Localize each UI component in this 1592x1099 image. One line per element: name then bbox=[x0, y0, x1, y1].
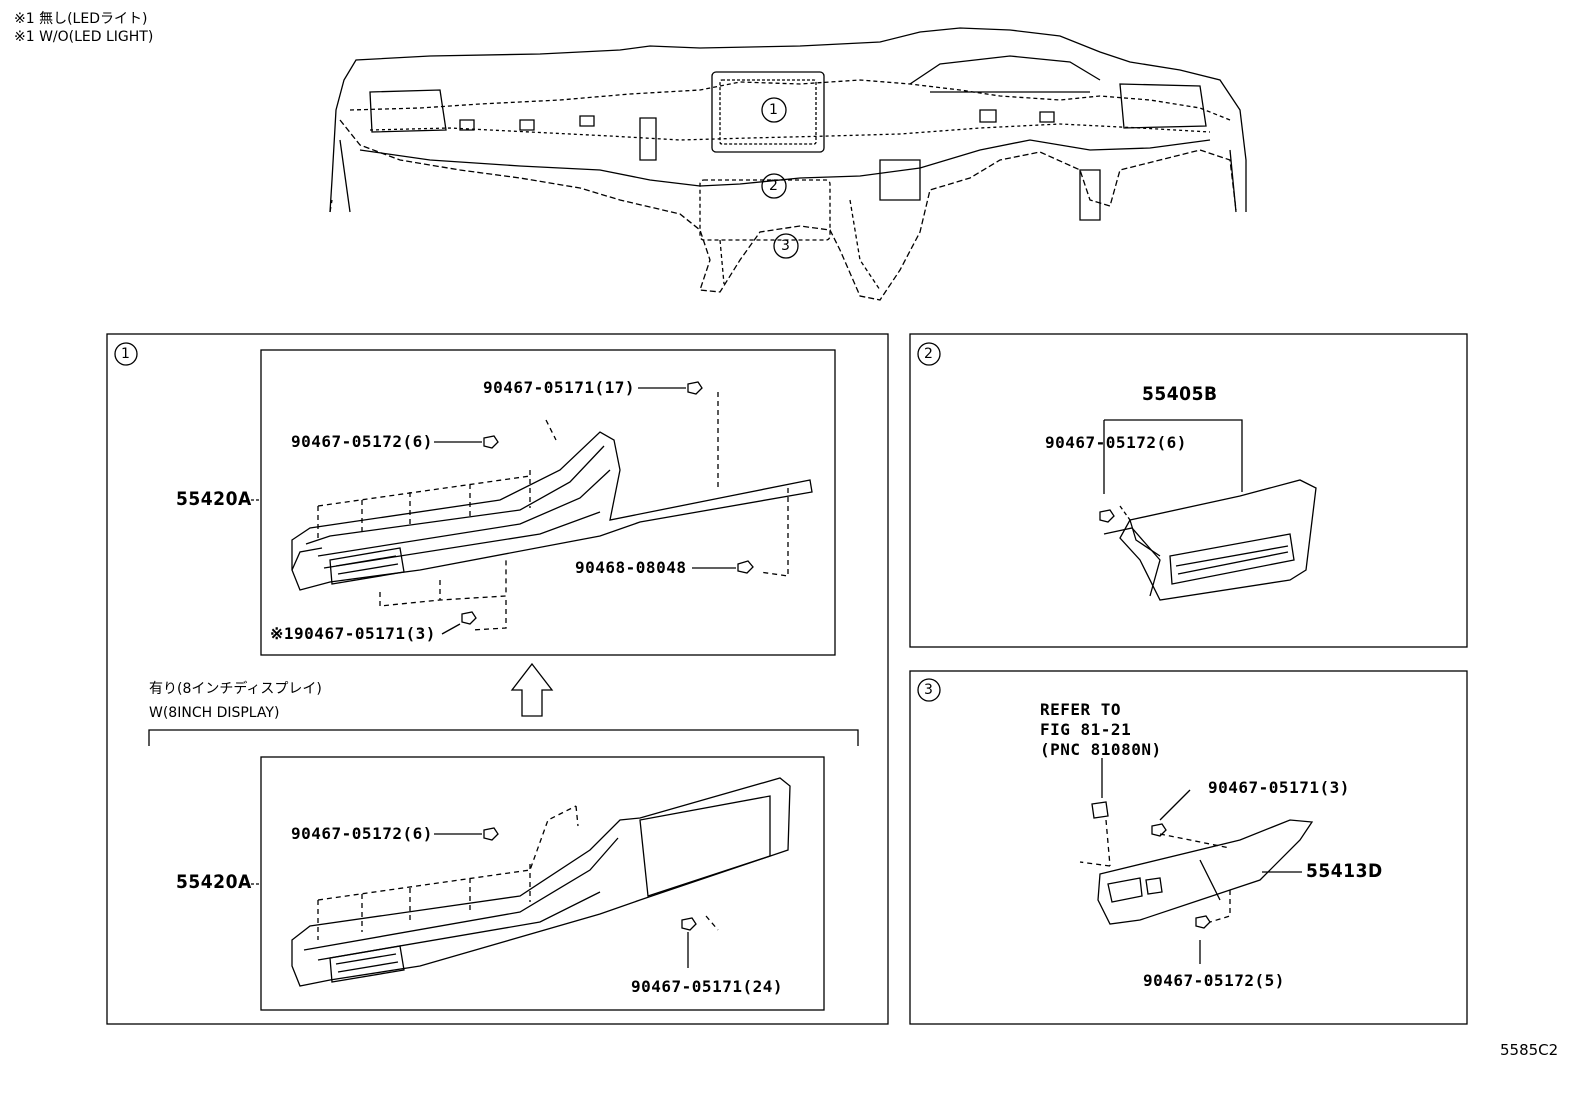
part-label-90468-08048: 90468-08048 bbox=[575, 558, 687, 577]
leader-bracket bbox=[1103, 419, 1243, 494]
lower-panel-55413D-drawing bbox=[1079, 801, 1314, 929]
refer-line-2: FIG 81-21 bbox=[1040, 720, 1132, 739]
condition-bracket bbox=[148, 729, 859, 746]
figure-code: 5585C2 bbox=[1500, 1041, 1559, 1059]
part-label-90467-05172-6-bottom: 90467-05172(6) bbox=[291, 824, 433, 843]
dashboard-overview-drawing bbox=[329, 27, 1247, 301]
refer-line-1: REFER TO bbox=[1040, 700, 1122, 719]
overview-callout-2: 2 bbox=[769, 178, 778, 194]
condition-label-jp: 有り(8インチディスプレイ) bbox=[149, 681, 322, 697]
part-label-55420A-top: 55420A bbox=[176, 488, 252, 510]
panel-2-number-circle bbox=[917, 342, 941, 366]
panel-1-top-box bbox=[260, 349, 836, 656]
part-label-55405B: 55405B bbox=[1142, 383, 1218, 405]
part-label-90467-05171-3: ※190467-05171(3) bbox=[270, 624, 436, 643]
panel-2-number: 2 bbox=[924, 346, 933, 362]
panel-2-frame bbox=[909, 333, 1468, 648]
condition-label-en: W(8INCH DISPLAY) bbox=[149, 705, 280, 721]
overview-callout-1: 1 bbox=[769, 102, 778, 118]
part-label-90467-05172-5: 90467-05172(5) bbox=[1143, 971, 1285, 990]
panel-1-bottom-box bbox=[260, 756, 825, 1011]
trim-panel-55420A-top-drawing bbox=[291, 381, 813, 631]
part-label-90467-05171-24: 90467-05171(24) bbox=[631, 977, 783, 996]
leader-line bbox=[1159, 789, 1191, 821]
cluster-panel-55405B-drawing bbox=[1099, 479, 1317, 601]
note-en: ※1 W/O(LED LIGHT) bbox=[14, 29, 154, 45]
up-arrow-icon bbox=[510, 662, 554, 717]
overview-callout-3: 3 bbox=[781, 238, 790, 254]
refer-line-3: (PNC 81080N) bbox=[1040, 740, 1162, 759]
part-label-90467-05172-6-panel2: 90467-05172(6) bbox=[1045, 433, 1187, 452]
panel-1-number: 1 bbox=[121, 346, 130, 362]
panel-1-frame bbox=[106, 333, 889, 1025]
panel-3-frame bbox=[909, 670, 1468, 1025]
part-label-90467-05171-17: 90467-05171(17) bbox=[483, 378, 635, 397]
part-label-55413D: 55413D bbox=[1306, 860, 1383, 882]
part-label-90467-05172-6: 90467-05172(6) bbox=[291, 432, 433, 451]
panel-1-number-circle bbox=[114, 342, 138, 366]
panel-3-number: 3 bbox=[924, 682, 933, 698]
leader-line bbox=[441, 623, 461, 635]
trim-panel-55420A-bottom-drawing bbox=[291, 777, 791, 987]
part-label-55420A-bottom: 55420A bbox=[176, 871, 252, 893]
note-jp: ※1 無し(LEDライト) bbox=[14, 11, 148, 27]
panel-3-number-circle bbox=[917, 678, 941, 702]
part-label-90467-05171-3-panel3: 90467-05171(3) bbox=[1208, 778, 1350, 797]
